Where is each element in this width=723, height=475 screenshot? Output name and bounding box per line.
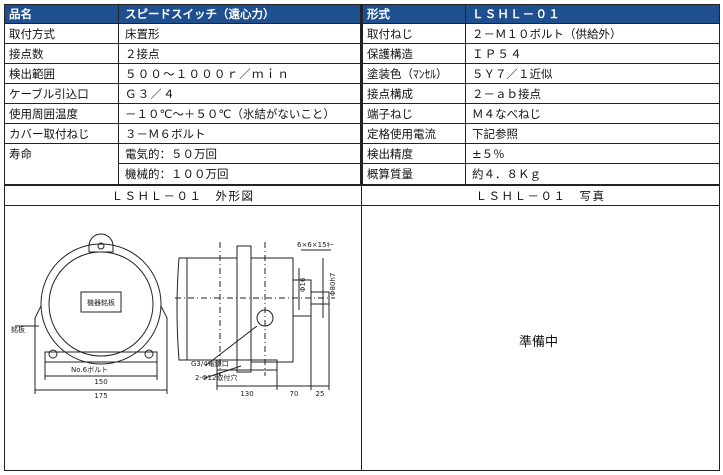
height-dim-label: Φ80h7: [329, 273, 337, 296]
spec-row: ケーブル引込口 Ｇ３／４ 接点構成 ２－ａｂ接点: [4, 84, 720, 104]
spec-value: ３－Ｍ６ボルト: [119, 124, 361, 144]
side-body: [176, 257, 238, 361]
spec-value: ５Ｙ７／１近似: [466, 64, 720, 84]
spec-label: [4, 164, 119, 185]
front-housing: [40, 243, 162, 365]
spec-value: 機械的：１００万回: [119, 164, 361, 185]
top-lug: [88, 233, 114, 253]
spec-value: 電気的：５０万回: [119, 144, 361, 164]
dim-150-label: 150: [94, 378, 107, 386]
spec-row: 接点数 ２接点 保護構造 ＩＰ５４: [4, 44, 720, 64]
spec-value: Ｍ４なべねじ: [466, 104, 720, 124]
side-flange: [236, 245, 252, 373]
spec-label: 接点数: [4, 44, 119, 64]
spec-value: ２－ａｂ接点: [466, 84, 720, 104]
photo-placeholder: 準備中: [519, 335, 559, 350]
front-base-bolt-left: [48, 349, 58, 359]
spec-label: 定格使用電流: [361, 124, 466, 144]
dim-70-label: 70: [290, 390, 299, 398]
spec-value: 床置形: [119, 24, 361, 44]
bolt-note-label: No.6ボルト: [71, 366, 108, 374]
spec-label: 保護構造: [361, 44, 466, 64]
side-bearing-housing: [250, 257, 294, 363]
right-flange: [160, 305, 168, 330]
header-row: 品名 スピードスイッチ（遠心力） 形式 ＬＳＨＬ－０１: [4, 4, 720, 24]
spec-label: 取付ねじ: [361, 24, 466, 44]
spec-label: ケーブル引込口: [4, 84, 119, 104]
spec-value: 約４．８Ｋｇ: [466, 164, 720, 185]
nameplate: [80, 291, 122, 313]
spec-label: 使用周囲温度: [4, 104, 119, 124]
dim-130-label: 130: [240, 390, 253, 398]
spec-row: 取付方式 床置形 取付ねじ ２－Ｍ１０ボルト（供給外）: [4, 24, 720, 44]
spec-value: 下記参照: [466, 124, 720, 144]
model-name-value: スピードスイッチ（遠心力）: [119, 4, 361, 24]
type-label: 形式: [361, 4, 466, 24]
spec-label: 取付方式: [4, 24, 119, 44]
spec-row: カバー取付ねじ ３－Ｍ６ボルト 定格使用電流 下記参照: [4, 124, 720, 144]
mount-holes-label: 2-Φ12取付穴: [195, 373, 237, 382]
spec-label: 検出精度: [361, 144, 466, 164]
type-value: ＬＳＨＬ－０１: [466, 4, 720, 24]
spec-label: 接点構成: [361, 84, 466, 104]
cable-leader: [204, 325, 258, 367]
hole-leader: [204, 365, 242, 379]
spec-value: ±５％: [466, 144, 720, 164]
side-base: [216, 359, 278, 371]
spec-row: 寿命 電気的：５０万回 検出精度 ±５％: [4, 144, 720, 164]
spec-label: 端子ねじ: [361, 104, 466, 124]
spec-label: 概算質量: [361, 164, 466, 185]
drawing-caption: ＬＳＨＬ－０１ 外形図: [111, 189, 255, 203]
spec-label: カバー取付ねじ: [4, 124, 119, 144]
spec-value: ＩＰ５４: [466, 44, 720, 64]
photo-panel: [361, 205, 720, 471]
front-base-bolt-right: [144, 349, 154, 359]
spec-label: 検出範囲: [4, 64, 119, 84]
dim-175-label: 175: [94, 392, 107, 400]
spec-value: ２接点: [119, 44, 361, 64]
spec-label: 塗装色（ﾏﾝｾﾙ）: [361, 64, 466, 84]
spec-value: ５００～１０００ｒ／ｍｉｎ: [119, 64, 361, 84]
shaft-dim-label: 6×6×15ｷｰ: [297, 241, 334, 249]
dim-25-label: 25: [316, 390, 325, 398]
shaft-dia-label: Φ16: [299, 277, 307, 292]
spec-row: 機械的：１００万回 概算質量 約４．８Ｋｇ: [4, 164, 720, 185]
spec-value: ２－Ｍ１０ボルト（供給外）: [466, 24, 720, 44]
left-tag-label: 銘板: [11, 325, 25, 334]
top-lug-bolt: [97, 242, 105, 250]
front-base: [44, 351, 158, 363]
spec-value: Ｇ３／４: [119, 84, 361, 104]
model-name-label: 品名: [4, 4, 119, 24]
nameplate-label: 機器銘板: [87, 298, 115, 307]
spec-value: －１０℃～＋５０℃（氷結がないこと）: [119, 104, 361, 124]
outline-drawing: 機器銘板 銘板 No.6ボルト 150 175 6×6×15ｷｰ G3/4電線口…: [11, 233, 337, 400]
spec-label: 寿命: [4, 144, 119, 164]
photo-caption: ＬＳＨＬ－０１ 写真: [475, 189, 606, 203]
spec-row: 検出範囲 ５００～１０００ｒ／ｍｉｎ 塗装色（ﾏﾝｾﾙ） ５Ｙ７／１近似: [4, 64, 720, 84]
spec-row: 使用周囲温度 －１０℃～＋５０℃（氷結がないこと） 端子ねじ Ｍ４なべねじ: [4, 104, 720, 124]
cable-entry-label: G3/4電線口: [191, 359, 229, 368]
